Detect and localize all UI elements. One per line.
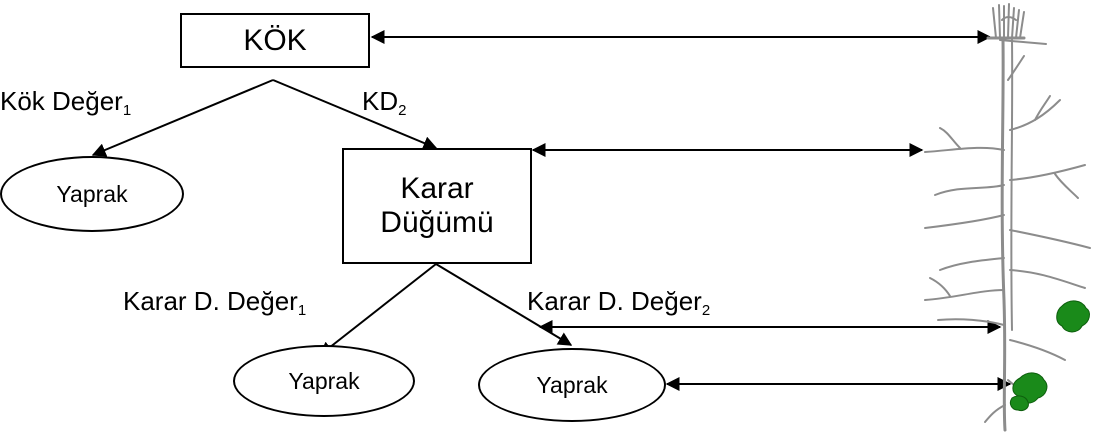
leaf-node-2: Yaprak [233,345,415,417]
plant-root-illustration [924,3,1091,432]
leaf-node-label: Yaprak [288,367,360,394]
leaf-node-label: Yaprak [536,371,608,398]
edge-label-decision-left: Karar D. Değer1 [123,286,307,319]
root-node: KÖK [180,13,370,68]
edge-label-root-left: Kök Değer1 [0,86,132,119]
decision-node-label-line1: Karar [400,171,474,205]
decision-node: Karar Düğümü [342,148,532,264]
root-nodules [1009,300,1090,411]
edge-label-root-right: KD2 [362,86,407,119]
edge-root-to-leaf1 [91,79,274,157]
root-node-label: KÖK [243,23,307,57]
edge-root-to-decision [272,79,438,150]
decision-node-label-line2: Düğümü [380,206,494,239]
leaf-node-3: Yaprak [478,348,666,422]
leaf-node-label: Yaprak [56,180,128,207]
leaf-node-1: Yaprak [0,156,184,232]
edge-label-decision-right: Karar D. Değer2 [527,286,711,319]
edge-decision-to-leaf2 [318,263,437,356]
